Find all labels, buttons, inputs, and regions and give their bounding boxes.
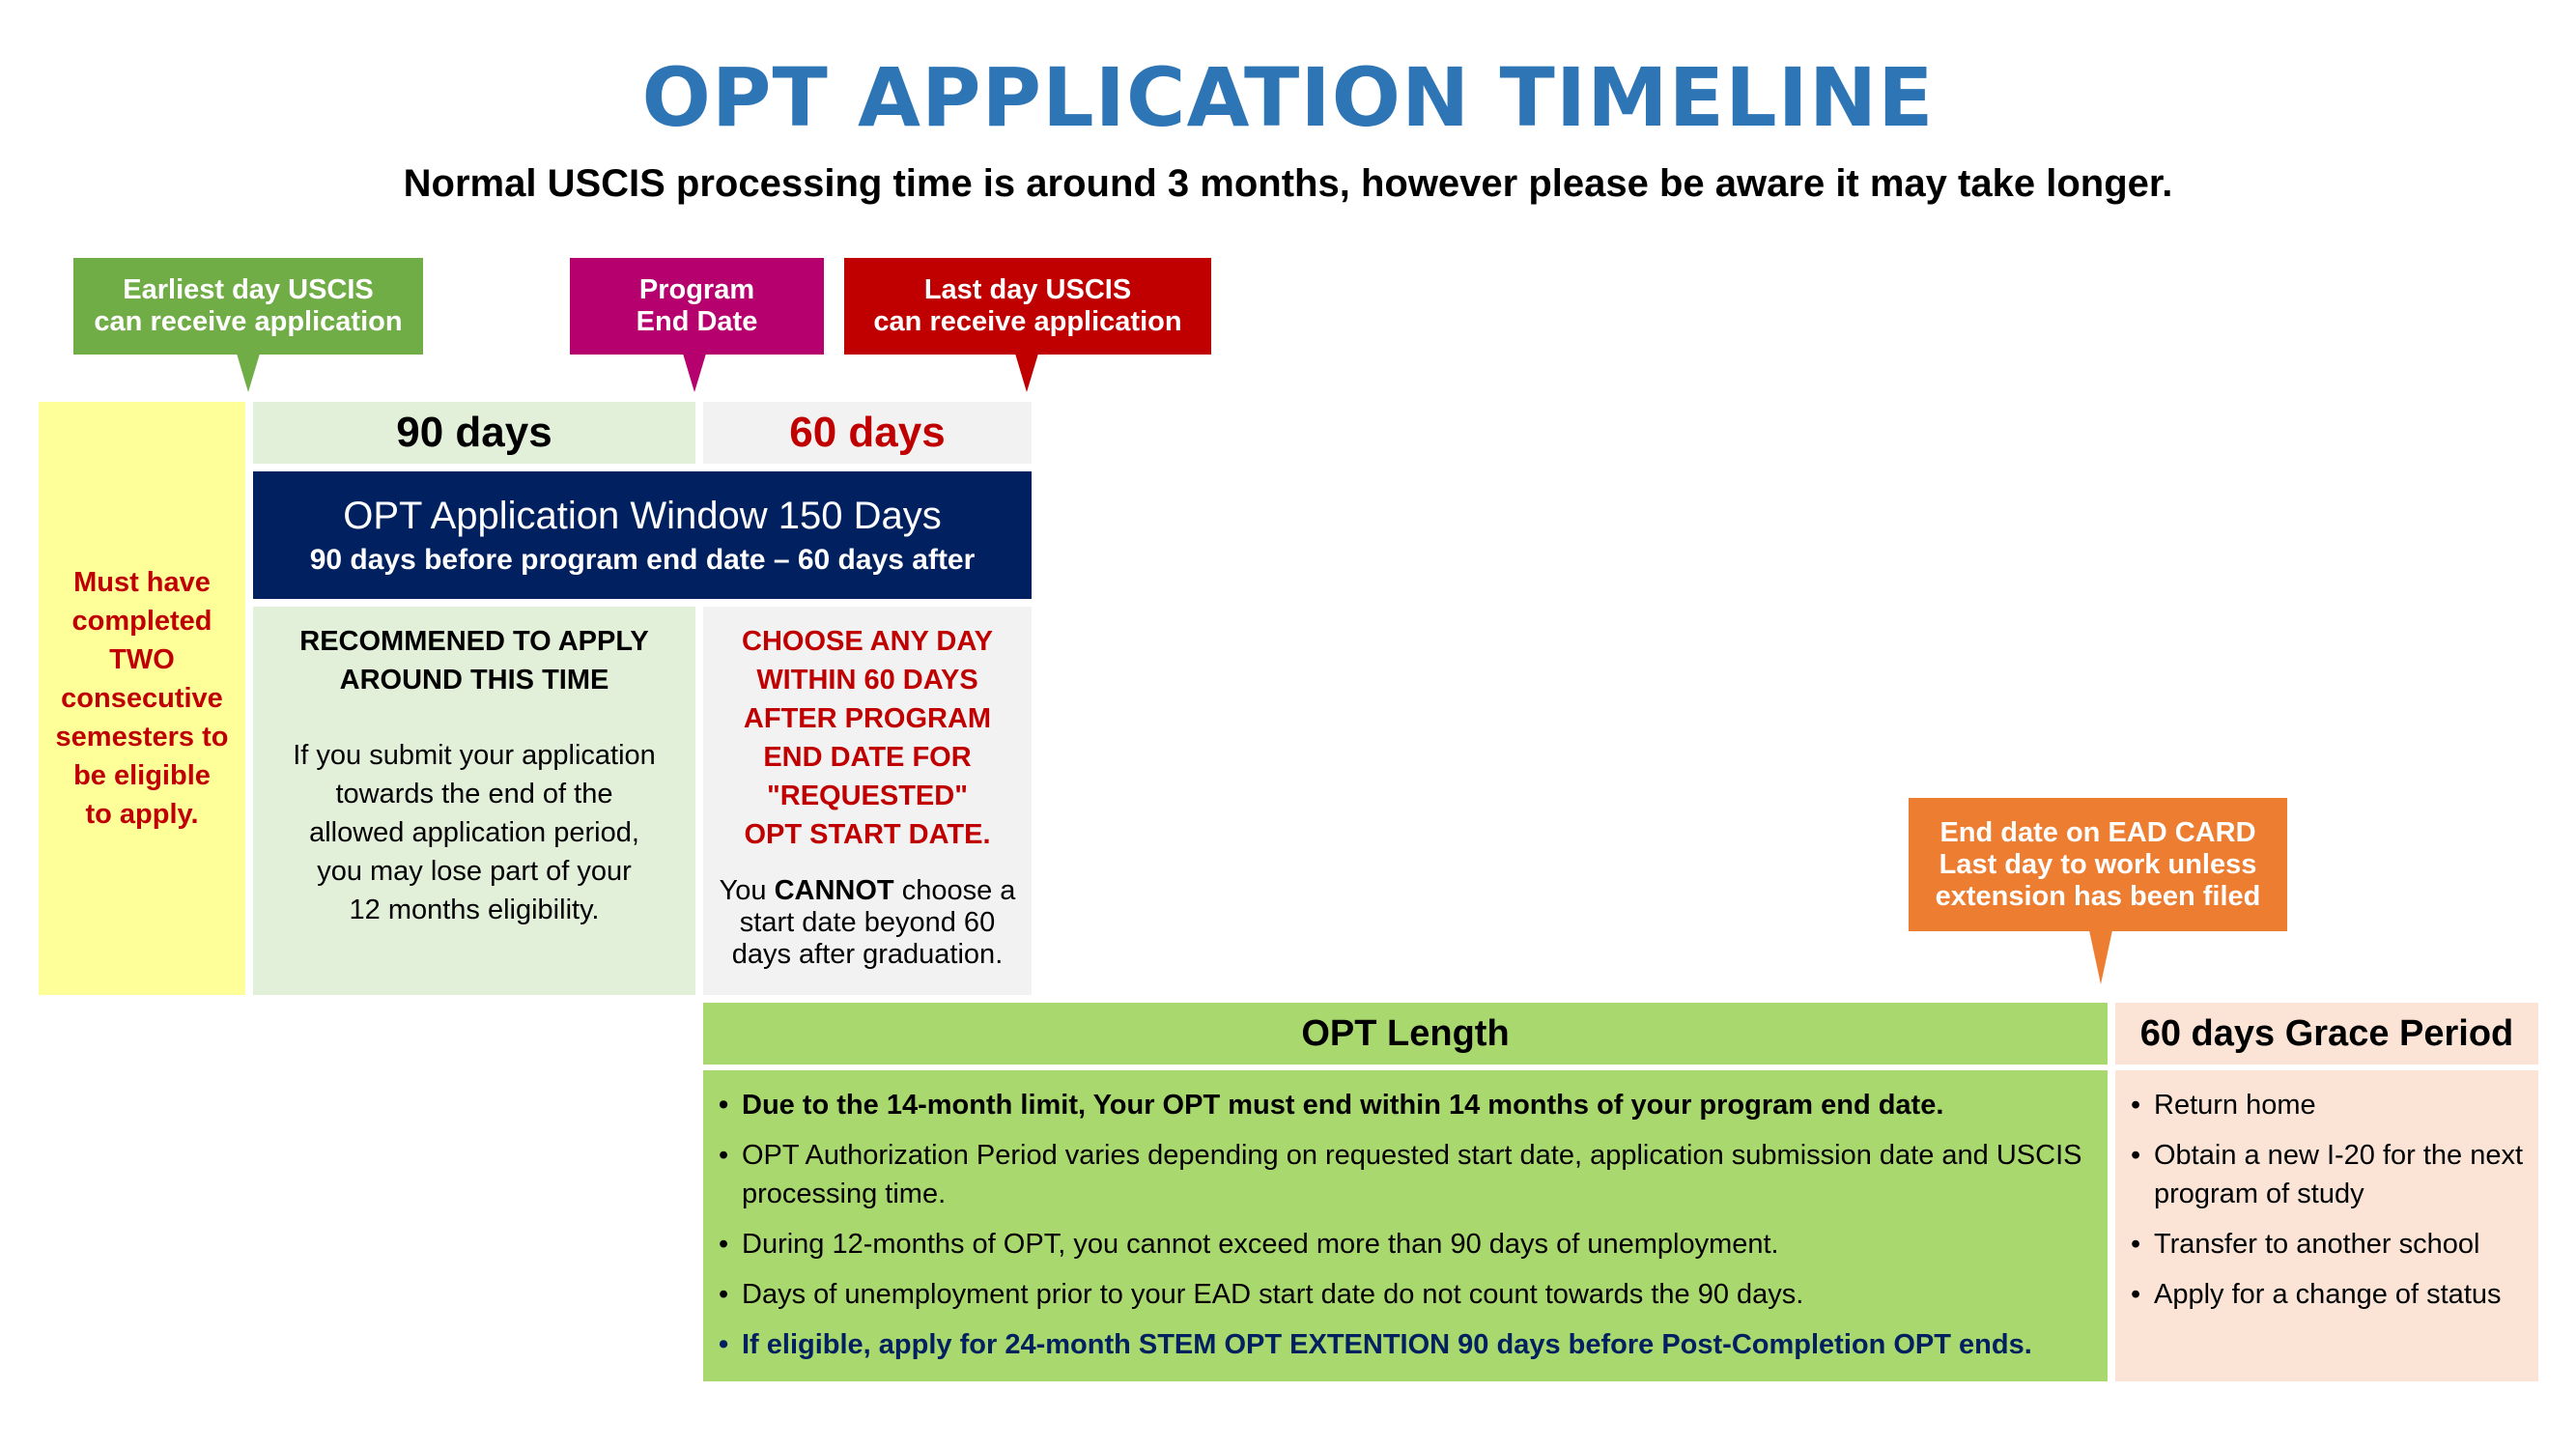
recommended-body-line: you may lose part of your (317, 856, 632, 887)
opt-length-bullet: OPT Authorization Period varies dependin… (713, 1136, 2092, 1213)
callout-earliest-day: Earliest day USCIS can receive applicati… (73, 258, 423, 355)
recommended-body-line: 12 months eligibility. (349, 895, 600, 925)
opt-length-bullet: If eligible, apply for 24-month STEM OPT… (713, 1325, 2092, 1364)
opt-length-header: OPT Length (703, 1003, 2108, 1065)
grace-period-panel: Return home Obtain a new I-20 for the ne… (2115, 1070, 2538, 1381)
eligibility-line: completed (71, 606, 212, 637)
grace-bullet: Transfer to another school (2125, 1225, 2529, 1264)
grace-bullet: Return home (2125, 1086, 2529, 1124)
eligibility-line: to apply. (85, 799, 199, 830)
choose-note-bold: CANNOT (774, 875, 894, 906)
opt-length-bullet: Days of unemployment prior to your EAD s… (713, 1275, 2092, 1314)
choose-note-post: choose a (893, 875, 1016, 906)
application-window-banner: OPT Application Window 150 Days 90 days … (253, 471, 1032, 599)
choose-note-pre: You (719, 875, 775, 906)
eligibility-line: semesters to (55, 722, 229, 753)
callout-ead-end-date: End date on EAD CARD Last day to work un… (1909, 798, 2287, 931)
choose-line: OPT START DATE. (744, 819, 991, 850)
recommended-panel: RECOMMENED TO APPLY AROUND THIS TIME If … (253, 607, 695, 995)
callout-ead-line3: extension has been filed (1935, 880, 2261, 912)
callout-last-day-line1: Last day USCIS (923, 274, 1132, 305)
choose-line: CHOOSE ANY DAY (742, 626, 993, 657)
recommended-body-line: towards the end of the (335, 779, 613, 810)
choose-start-date-panel: CHOOSE ANY DAY WITHIN 60 DAYS AFTER PROG… (703, 607, 1032, 995)
callout-earliest-line1: Earliest day USCIS (123, 274, 374, 305)
days-before-header: 90 days (253, 402, 695, 464)
application-window-title: OPT Application Window 150 Days (343, 495, 942, 537)
callout-earliest-line2: can receive application (94, 306, 403, 337)
callout-earliest-pointer (237, 354, 260, 392)
eligibility-line: Must have (73, 567, 211, 598)
recommended-heading-line2: AROUND THIS TIME (339, 665, 609, 696)
eligibility-line: be eligible (73, 760, 211, 791)
recommended-heading-line1: RECOMMENED TO APPLY (299, 626, 649, 657)
callout-program-end: Program End Date (570, 258, 824, 355)
opt-length-bullet: During 12-months of OPT, you cannot exce… (713, 1225, 2092, 1264)
opt-length-panel: Due to the 14-month limit, Your OPT must… (703, 1070, 2108, 1381)
application-window-subtitle: 90 days before program end date – 60 day… (309, 544, 976, 576)
choose-note-line2: start date beyond 60 (739, 907, 996, 938)
callout-last-day-line2: can receive application (873, 306, 1182, 337)
eligibility-line: consecutive (61, 683, 223, 714)
recommended-body-line: allowed application period, (309, 817, 639, 848)
choose-note-line1: You CANNOT choose a (703, 875, 1032, 907)
callout-last-day-pointer (1015, 354, 1038, 392)
callout-last-day: Last day USCIS can receive application (844, 258, 1211, 355)
choose-note-line3: days after graduation. (731, 939, 1004, 970)
choose-line: WITHIN 60 DAYS (756, 665, 978, 696)
choose-line: END DATE FOR (763, 742, 972, 773)
callout-program-end-pointer (683, 354, 706, 392)
eligibility-line: TWO (109, 644, 175, 675)
grace-bullet: Apply for a change of status (2125, 1275, 2529, 1314)
days-after-header: 60 days (703, 402, 1032, 464)
eligibility-note: Must have completed TWO consecutive seme… (39, 402, 245, 995)
callout-ead-line1: End date on EAD CARD (1939, 816, 2256, 848)
choose-line: AFTER PROGRAM (743, 703, 992, 734)
callout-program-end-line1: Program (638, 274, 755, 305)
grace-bullet: Obtain a new I-20 for the next program o… (2125, 1136, 2529, 1213)
grace-period-header: 60 days Grace Period (2115, 1003, 2538, 1065)
page-subtitle: Normal USCIS processing time is around 3… (403, 162, 2173, 205)
recommended-body-line: If you submit your application (293, 740, 656, 771)
opt-length-bullet: Due to the 14-month limit, Your OPT must… (713, 1086, 2092, 1124)
callout-ead-line2: Last day to work unless (1939, 848, 2257, 880)
page-title: OPT APPLICATION TIMELINE (641, 50, 1935, 145)
callout-program-end-line2: End Date (636, 306, 758, 337)
callout-ead-pointer (2089, 930, 2112, 984)
choose-line: "REQUESTED" (767, 781, 968, 811)
